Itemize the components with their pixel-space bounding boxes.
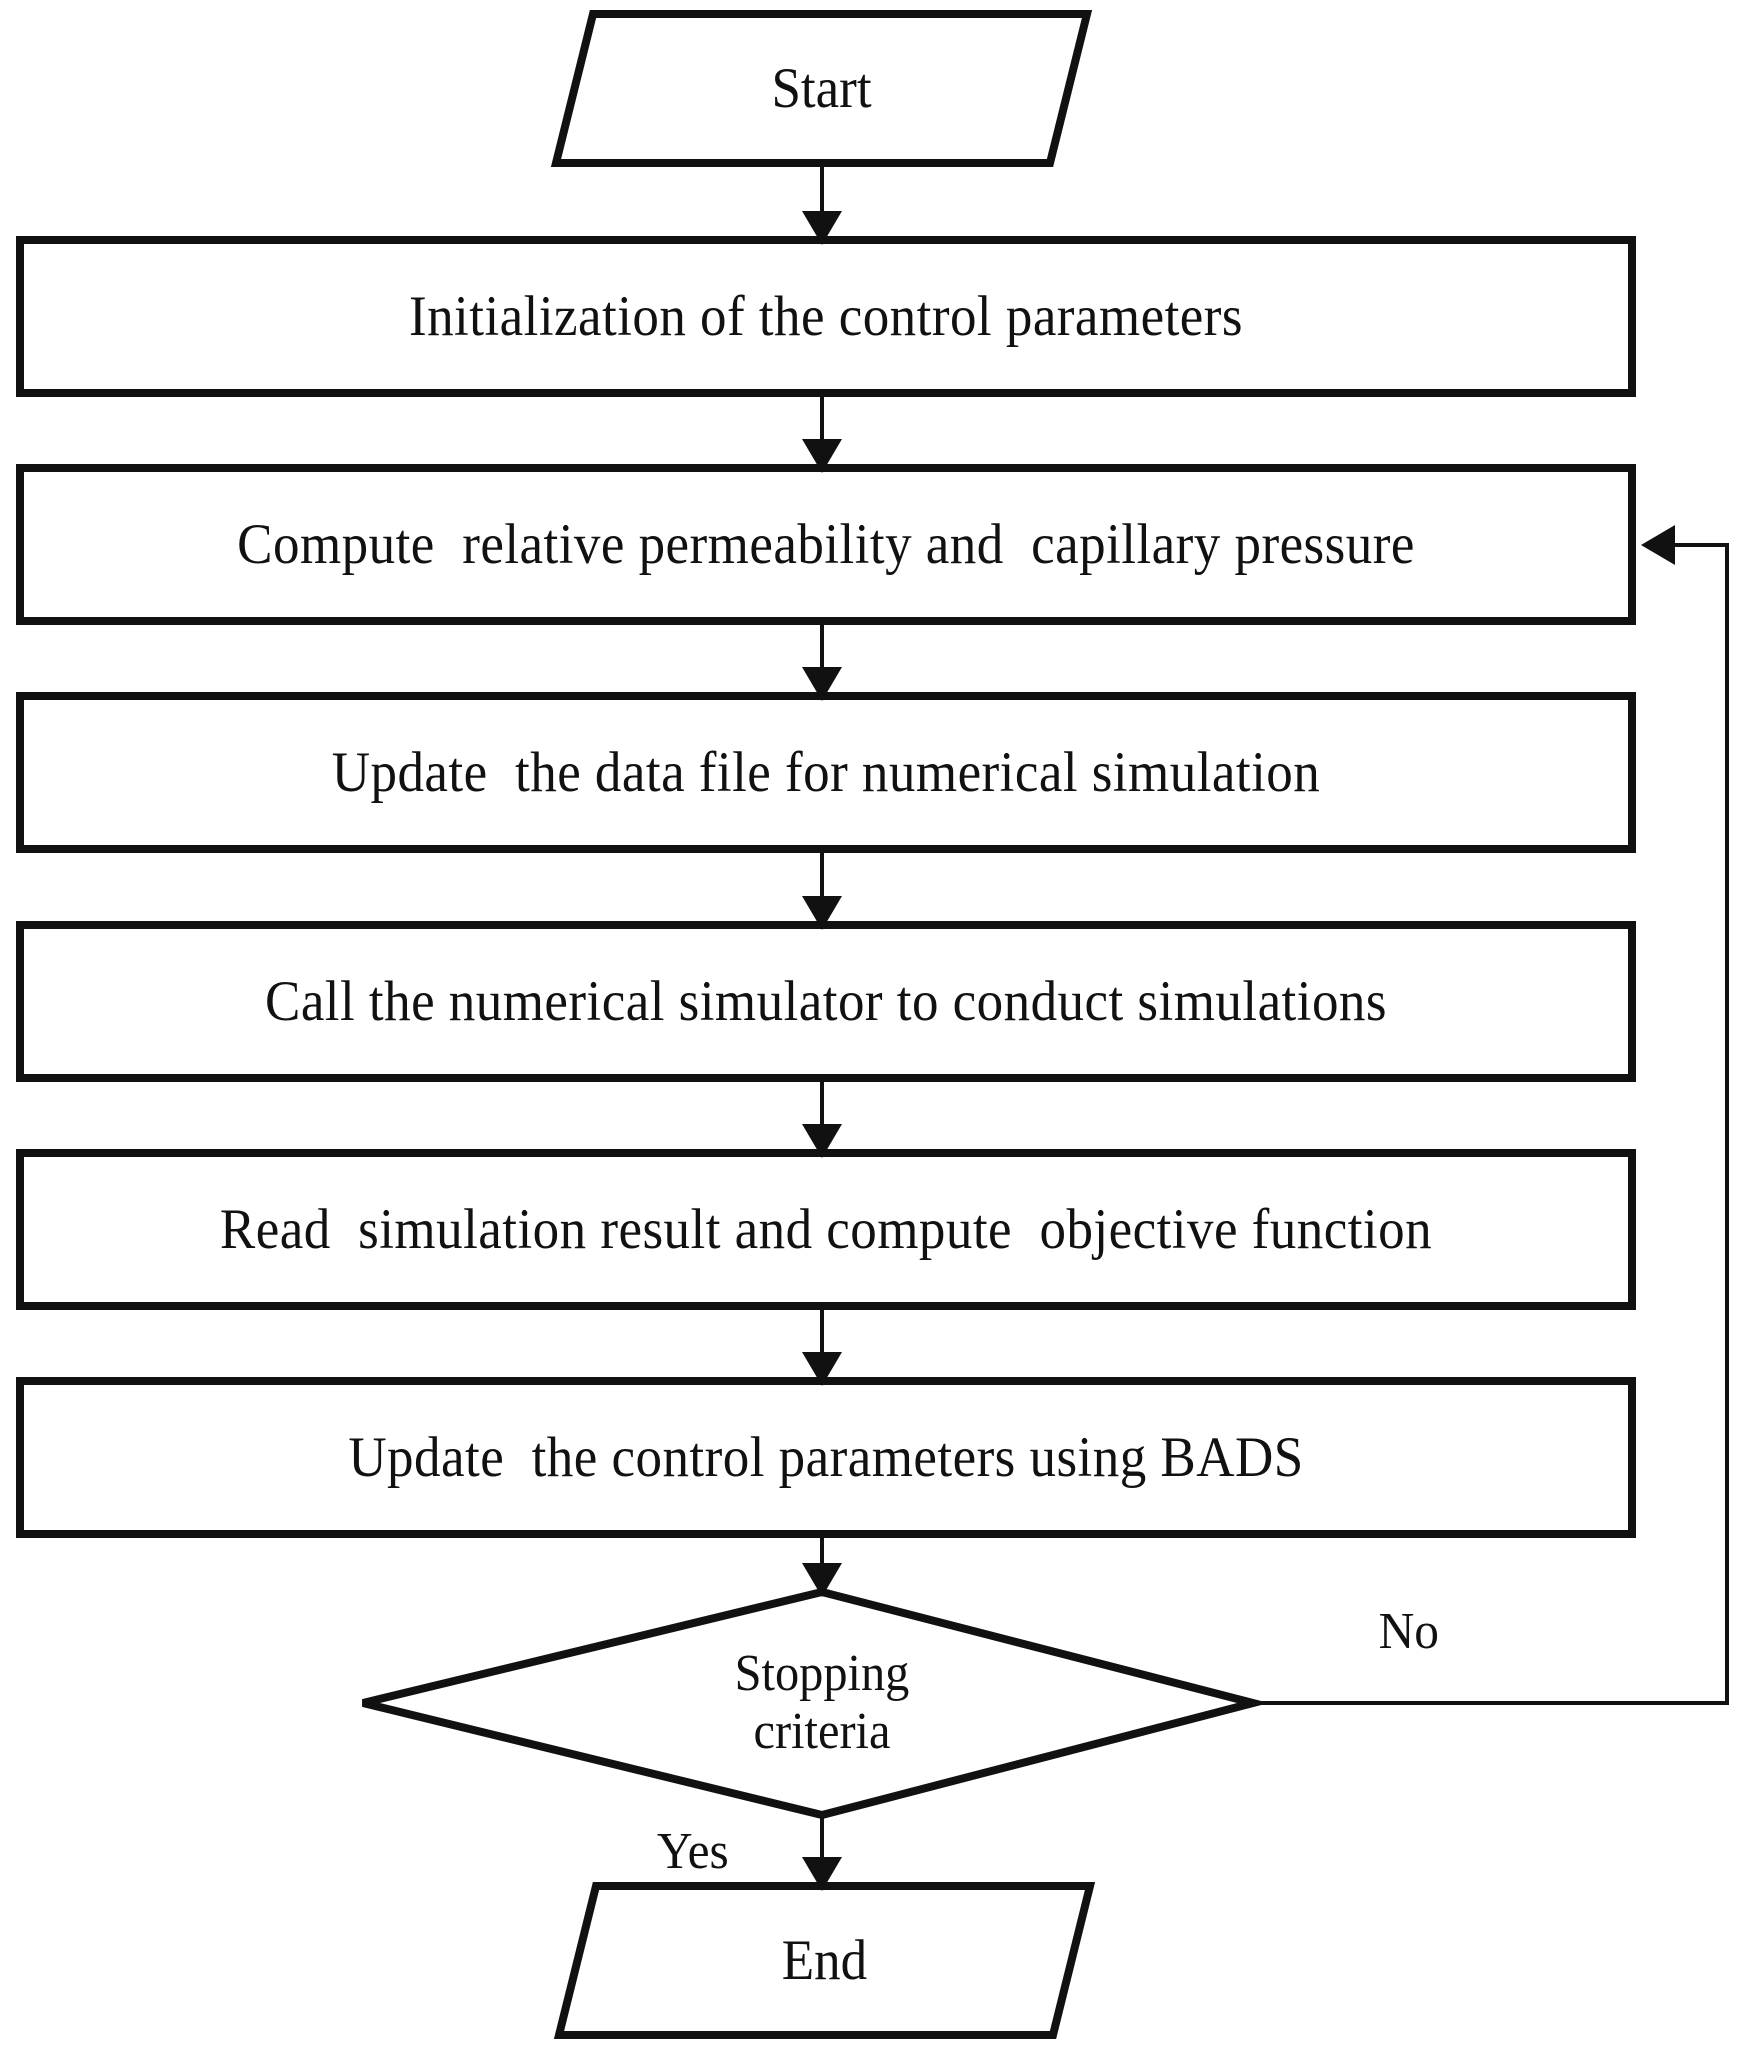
- node-start-shape[interactable]: [550, 10, 1093, 167]
- node-decision-shape[interactable]: [362, 1587, 1269, 1820]
- node-update-shape[interactable]: [16, 692, 1636, 853]
- node-bads-shape[interactable]: [16, 1377, 1636, 1538]
- node-compute-shape[interactable]: [16, 464, 1636, 625]
- edge-decision-to-compute-no: [1253, 525, 1729, 1705]
- node-end-shape[interactable]: [553, 1882, 1096, 2039]
- node-call-shape[interactable]: [16, 921, 1636, 1082]
- node-read-shape[interactable]: [16, 1149, 1636, 1310]
- node-init-shape[interactable]: [16, 236, 1636, 397]
